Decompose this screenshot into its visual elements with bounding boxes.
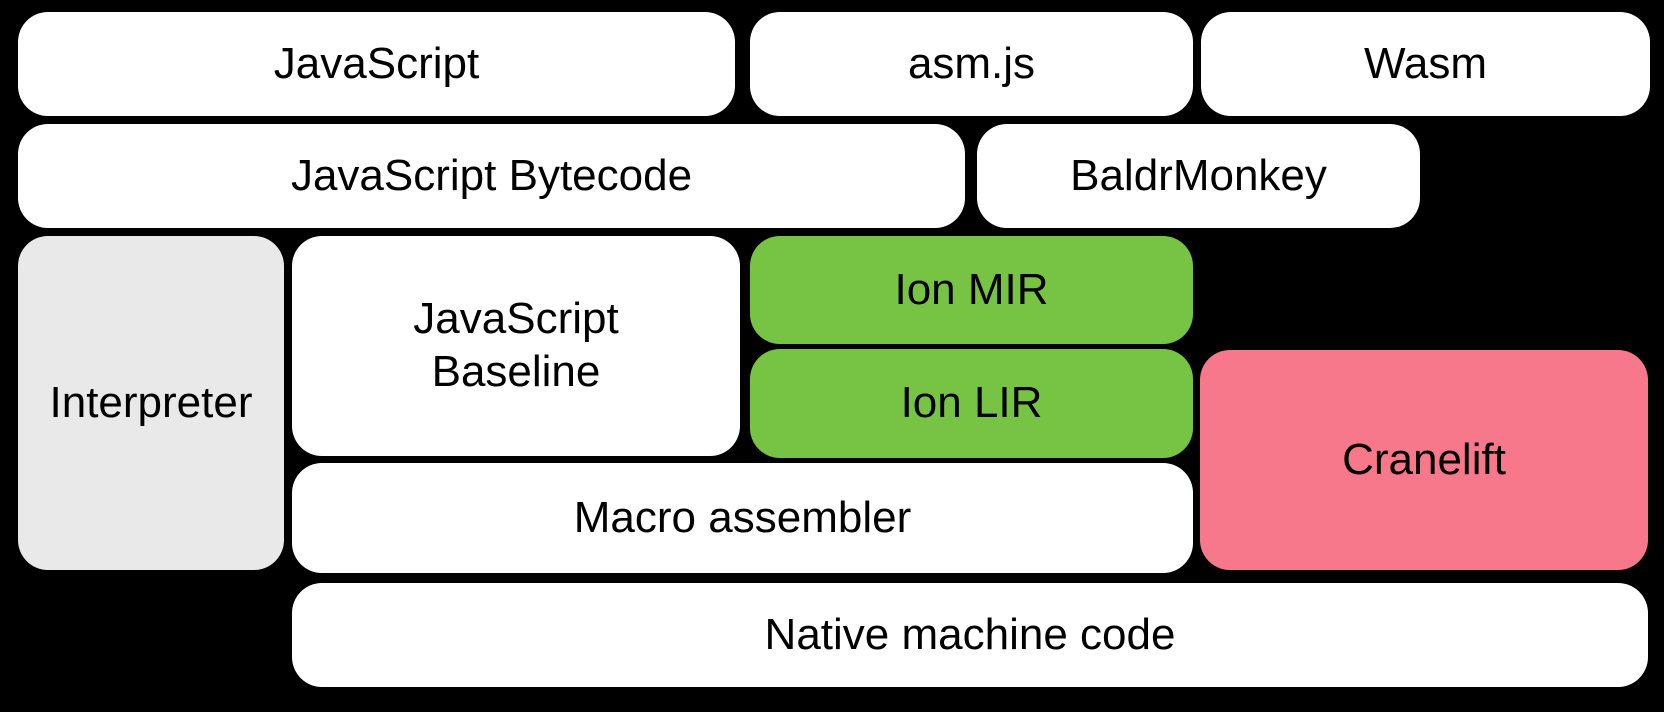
block-wasm: Wasm	[1201, 12, 1650, 116]
block-cranelift: Cranelift	[1200, 350, 1648, 570]
block-javascript-baseline-line1: JavaScript	[413, 294, 619, 344]
block-interpreter: Interpreter	[18, 236, 284, 570]
block-native-machine-code: Native machine code	[292, 583, 1648, 687]
block-baldrmonkey: BaldrMonkey	[977, 124, 1420, 228]
block-javascript-bytecode: JavaScript Bytecode	[18, 124, 965, 228]
block-asm-js: asm.js	[750, 12, 1193, 116]
block-javascript-baseline-line2: Baseline	[431, 347, 601, 396]
block-ion-lir: Ion LIR	[750, 349, 1193, 458]
block-javascript: JavaScript	[18, 12, 735, 116]
block-javascript-baseline: JavaScript Baseline	[292, 236, 740, 456]
block-macro-assembler: Macro assembler	[292, 463, 1193, 573]
block-ion-mir: Ion MIR	[750, 236, 1193, 344]
block-javascript-baseline-label: JavaScript Baseline	[413, 293, 618, 399]
